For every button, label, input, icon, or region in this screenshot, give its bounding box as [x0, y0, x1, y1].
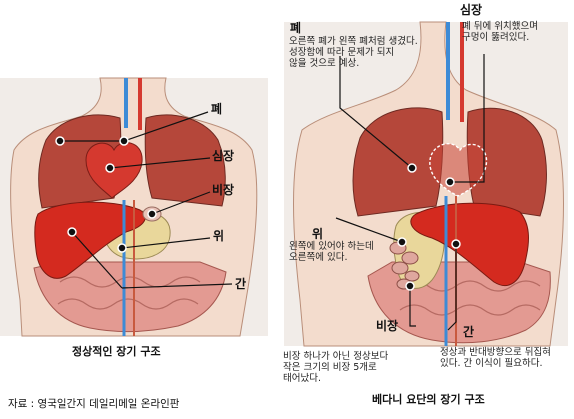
bedani-label-heart: 심장 — [460, 3, 483, 17]
bedani-note-lung-line-1: 오른쪽 폐가 왼쪽 폐처럼 생겼다. — [289, 36, 418, 47]
normal-label-heart: 심장 — [212, 149, 235, 163]
bedani-spleen-3 — [391, 261, 409, 275]
normal-pointers — [60, 111, 233, 289]
normal-intestine — [33, 261, 227, 333]
bedani-note-spleen-line-1: 비장 하나가 아닌 정상보다 — [283, 351, 389, 362]
bedani-note-stomach-line-2: 오른쪽에 있다. — [289, 251, 348, 263]
normal-label-stomach: 위 — [213, 229, 225, 243]
bedani-heart — [429, 142, 488, 197]
bedani-note-lung-line-3: 않을 것으로 예상. — [289, 57, 360, 69]
bedani-note-heart-line-2: 구멍이 뚫려있다. — [462, 31, 530, 43]
bedani-note-heart-line-1: 폐 뒤에 위치했으며 — [462, 21, 538, 32]
bedani-spleens — [389, 241, 420, 290]
normal-label-liver: 간 — [235, 277, 247, 291]
normal-intestine-loops — [57, 276, 201, 310]
normal-anatomy — [0, 77, 268, 337]
bedani-note-lung: 오른쪽 폐가 왼쪽 폐처럼 생겼다. 성장함에 따라 문제가 되지 않을 것으로… — [289, 36, 418, 70]
bedani-note-spleen: 비장 하나가 아닌 정상보다 작은 크기의 비장 5개로 태어났다. — [283, 351, 389, 385]
bedani-pointer-dots — [397, 163, 461, 291]
bedani-caption: 베다니 요단의 장기 구조 — [372, 393, 485, 406]
normal-caption: 정상적인 장기 구조 — [72, 345, 161, 358]
normal-liver — [34, 201, 146, 279]
bedani-note-liver-line-1: 정상과 반대방향으로 뒤집혀 — [440, 347, 551, 358]
bedani-spleen-4 — [404, 270, 420, 282]
bedani-note-liver: 정상과 반대방향으로 뒤집혀 있다. 간 이식이 필요하다. — [440, 347, 551, 370]
bedani-spleen-2 — [401, 251, 419, 265]
normal-pointer-dots — [55, 136, 157, 253]
source-note: 자료 : 영국일간지 데일리메일 온라인판 — [8, 398, 180, 410]
bedani-note-spleen-line-2: 작은 크기의 비장 5개로 — [283, 361, 377, 373]
bedani-pointers — [335, 54, 485, 331]
bedani-label-lung: 폐 — [290, 21, 302, 35]
bedani-note-liver-line-2: 있다. 간 이식이 필요하다. — [440, 357, 543, 369]
bedani-label-spleen: 비장 — [376, 319, 399, 333]
bedani-note-lung-line-2: 성장함에 따라 문제가 되지 — [289, 46, 395, 58]
bedani-anatomy — [284, 21, 568, 347]
normal-label-lung: 폐 — [211, 102, 223, 116]
bedani-note-heart: 폐 뒤에 위치했으며 구멍이 뚫려있다. — [462, 21, 538, 44]
bedani-note-stomach: 왼쪽에 있어야 하는데 오른쪽에 있다. — [289, 241, 374, 264]
bedani-note-spleen-line-3: 태어났다. — [283, 372, 321, 384]
bedani-label-liver: 간 — [463, 325, 475, 339]
normal-label-spleen: 비장 — [212, 183, 235, 197]
bedani-note-stomach-line-1: 왼쪽에 있어야 하는데 — [289, 241, 374, 252]
bedani-liver — [410, 202, 529, 287]
bedani-label-stomach: 위 — [312, 227, 324, 241]
